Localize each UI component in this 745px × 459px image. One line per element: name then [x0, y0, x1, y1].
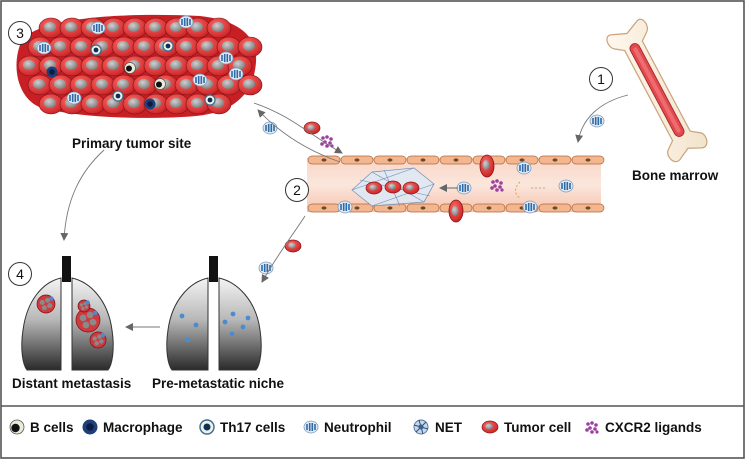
b-cell-icon: [9, 419, 25, 435]
distant-metastasis-lungs: [21, 256, 114, 371]
distant-metastasis-label: Distant metastasis: [12, 376, 132, 391]
legend-item-net: NET: [411, 417, 462, 437]
blood-vessel: [307, 154, 605, 223]
primary-tumor-tissue: [16, 14, 263, 118]
pre-metastatic-niche-label: Pre-metastatic niche: [152, 376, 285, 391]
step-4-marker: 4: [8, 262, 32, 286]
flow-arrows: [60, 94, 629, 331]
step-1-marker: 1: [589, 67, 613, 91]
net-with-trapped-tumor-cells: [351, 167, 435, 207]
legend-item-tumor-cell: Tumor cell: [480, 417, 571, 437]
legend-label: CXCR2 ligands: [605, 419, 702, 435]
legend-label: Th17 cells: [220, 419, 286, 435]
legend-label: Neutrophil: [324, 419, 392, 435]
legend-item-neutrophil: Neutrophil: [302, 417, 392, 437]
step-2-marker: 2: [285, 178, 309, 202]
bone-marrow-illustration: [606, 18, 708, 163]
cxcr2-ligands-icon: [585, 421, 599, 434]
neutrophil-icon: [303, 420, 319, 434]
legend-label: Tumor cell: [504, 419, 572, 435]
legend-label: B cells: [30, 419, 74, 435]
legend-item-macrophage: Macrophage: [81, 417, 183, 437]
primary-tumor-site-label: Primary tumor site: [72, 136, 192, 151]
step-3-marker: 3: [8, 21, 32, 45]
legend-item-cxcr2-ligands: CXCR2 ligands: [583, 417, 702, 437]
pre-metastatic-lungs: [166, 256, 262, 371]
legend-label: Macrophage: [103, 419, 183, 435]
bone-marrow-label: Bone marrow: [632, 168, 719, 183]
th17-cell-icon: [199, 419, 215, 435]
tumor-cell-icon: [481, 420, 499, 434]
legend-item-th17: Th17 cells: [198, 417, 285, 437]
net-icon: [413, 419, 429, 435]
legend-label: NET: [435, 419, 462, 435]
macrophage-icon: [82, 419, 98, 435]
legend-item-b-cells: B cells: [8, 417, 74, 437]
